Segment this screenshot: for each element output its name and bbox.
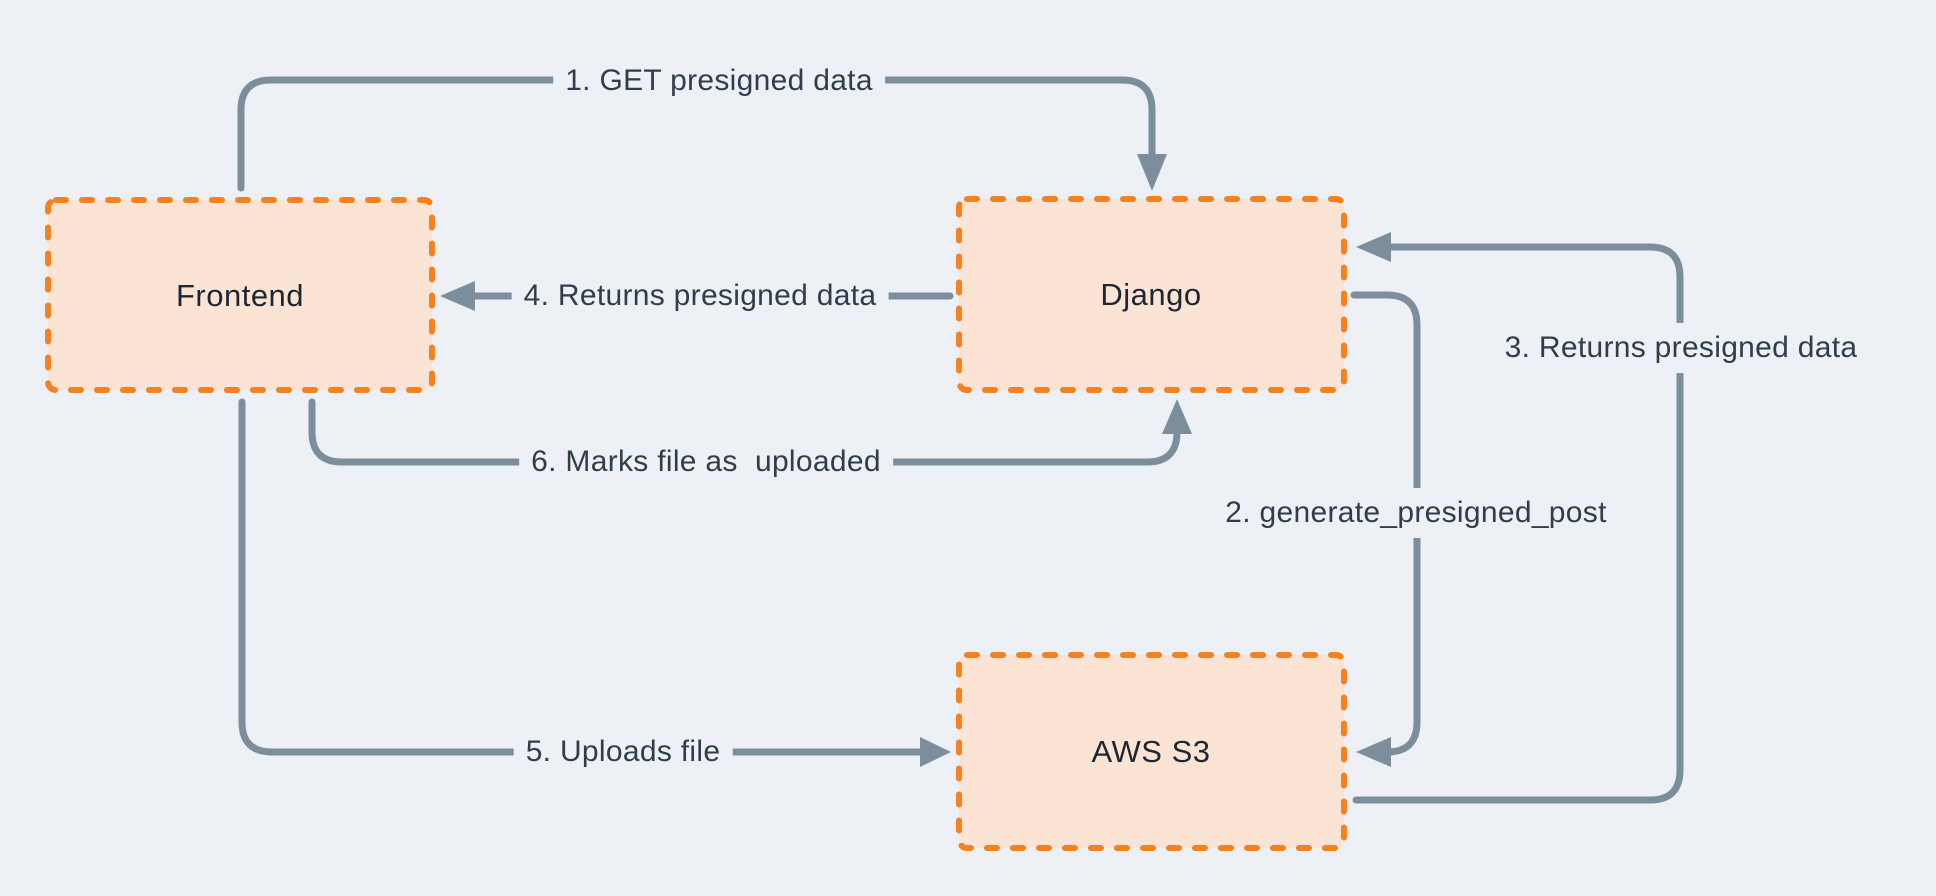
edge-6-arrowhead [1162,399,1192,434]
edge-5-arrowhead [920,737,951,767]
node-aws-s3-box [956,652,1347,851]
node-aws-s3-label: AWS S3 [1091,734,1211,769]
edge-3-label: 3. Returns presigned data [1492,323,1870,373]
node-django-box [956,196,1347,393]
edge-1-arrowhead [1137,154,1167,191]
edge-2-label: 2. generate_presigned_post [1213,488,1619,538]
node-frontend-box [45,197,435,393]
edge-3-arrowhead [1356,232,1391,262]
edge-4-arrowhead [440,281,475,311]
edge-2-arrowhead [1356,737,1391,767]
edge-1-label: 1. GET presigned data [553,56,885,106]
edge-6-label: 6. Marks file as uploaded [519,437,893,487]
edge-5-path [238,398,926,756]
node-frontend-label: Frontend [175,278,305,313]
edge-4-label: 4. Returns presigned data [511,271,889,321]
edge-3-path [1352,243,1684,804]
node-django-label: Django [1100,277,1202,312]
edge-5-label: 5. Uploads file [513,727,733,777]
